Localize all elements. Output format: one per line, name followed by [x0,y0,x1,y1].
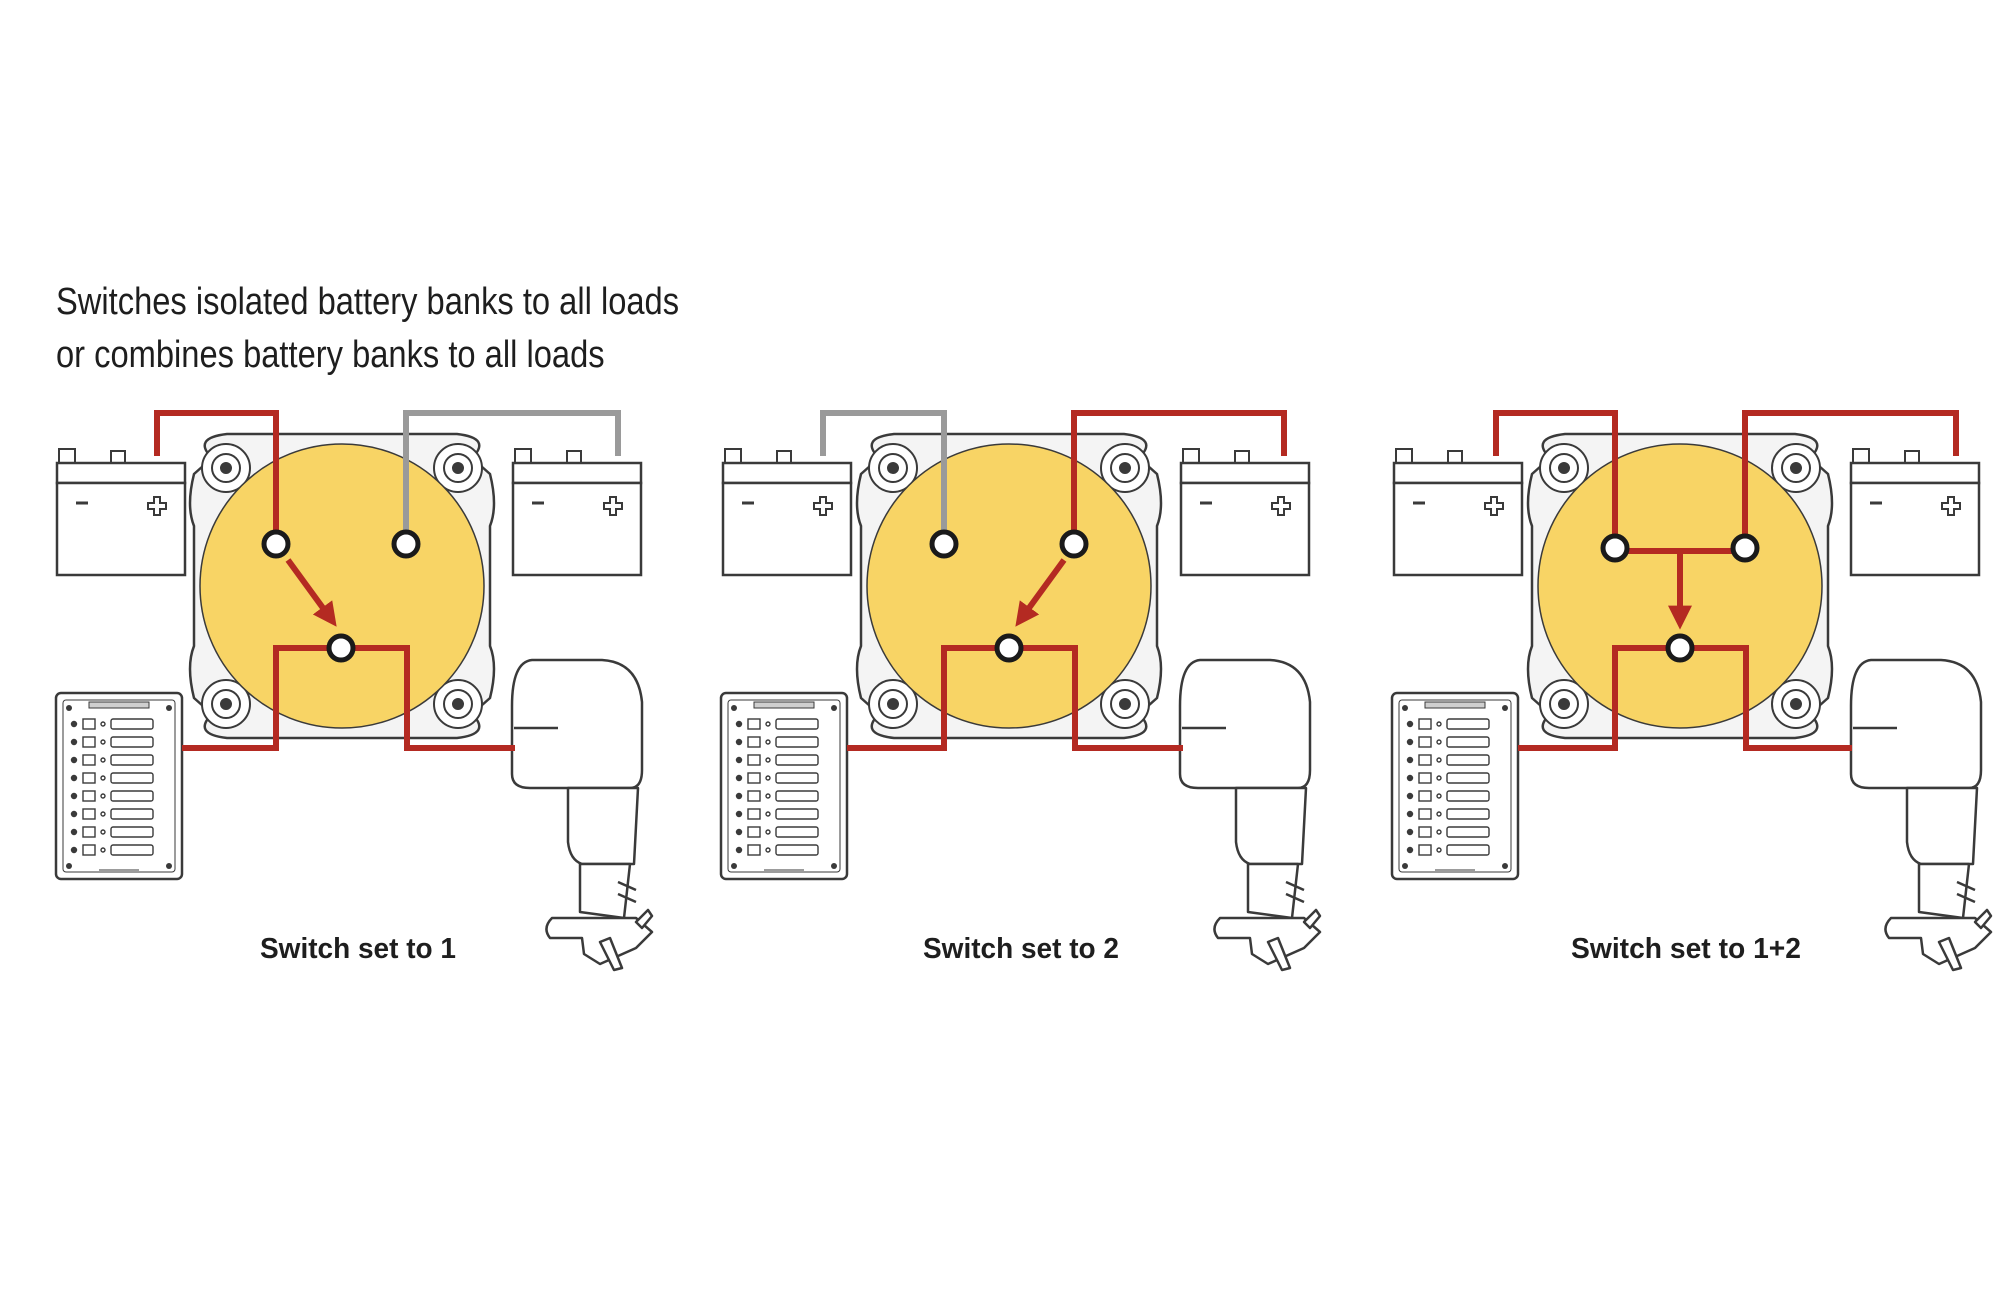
outboard-motor-icon [510,658,654,972]
battery-2-terminal [1730,533,1760,563]
battery-1-terminal [261,529,291,559]
common-terminal [994,633,1024,663]
battery-1-terminal [929,529,959,559]
current-arrow [1015,558,1067,627]
diagram-headline: Switches isolated battery banks to all l… [56,276,679,382]
outboard-motor-icon [1178,658,1322,972]
battery-switch-icon [855,432,1163,740]
panel-switch-2: Switch set to 2 [719,410,1322,972]
battery-2-wire [1071,410,1287,544]
battery-2-terminal [1059,529,1089,559]
breaker-panel-icon [719,691,849,881]
panel-caption: Switch set to 1 [260,933,456,965]
battery-1-wire [1493,410,1618,544]
breaker-panel-icon [1390,691,1520,881]
battery-2-icon [1849,447,1981,577]
breaker-panel-icon [54,691,184,881]
current-arrow [285,558,337,627]
headline-line-2: or combines battery banks to all loads [56,334,605,376]
battery-2-wire [403,410,621,544]
battery-2-terminal [391,529,421,559]
common-terminal [1665,633,1695,663]
battery-2-icon [511,447,643,577]
battery-1-wire [154,410,279,544]
battery-2-icon [1179,447,1311,577]
battery-1-icon [1392,447,1524,577]
common-terminal [326,633,356,663]
outboard-motor-icon [1849,658,1993,972]
battery-1-icon [55,447,187,577]
panel-switch-1: Switch set to 1 [54,410,654,972]
headline-line-1: Switches isolated battery banks to all l… [56,281,680,323]
panel-caption: Switch set to 2 [923,933,1119,965]
panel-caption: Switch set to 1+2 [1571,933,1801,965]
battery-1-icon [721,447,853,577]
battery-2-wire [1742,410,1959,544]
battery-switch-icon [188,432,496,740]
battery-1-wire [820,410,947,544]
battery-1-terminal [1600,533,1630,563]
panel-switch-1-2: Switch set to 1+2 [1390,410,1993,972]
